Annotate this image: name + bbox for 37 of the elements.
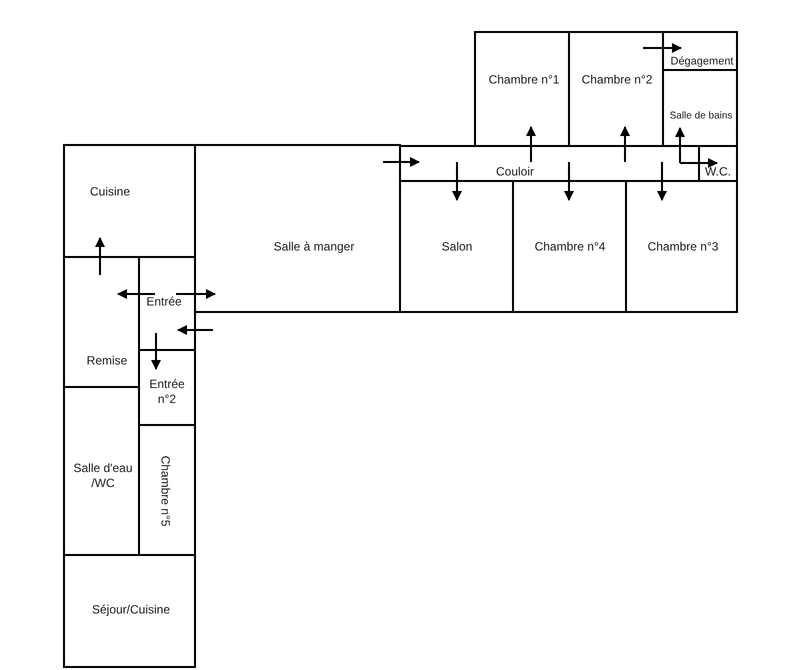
arrow [176, 289, 216, 299]
room-label: Chambre n°1 [488, 72, 560, 88]
room-label: Chambre n°3 [648, 240, 718, 254]
room [194, 144, 401, 313]
room [662, 31, 738, 71]
room-label: W.C. [705, 164, 731, 180]
room-label: Entrée n°2 [148, 377, 186, 407]
arrow [452, 162, 462, 201]
room-label: Remise [86, 354, 128, 368]
room-label: Salle de bains [670, 110, 732, 124]
room-label: Entrée [146, 294, 182, 310]
room-label: Salle à manger [274, 240, 354, 254]
room [63, 144, 196, 258]
room-label: Chambre n°4 [534, 240, 606, 254]
room [474, 31, 570, 147]
arrow [151, 333, 161, 370]
arrow [657, 162, 667, 201]
arrow [564, 162, 574, 201]
room-label: Couloir [496, 164, 534, 180]
room-label: Dégagement [670, 54, 734, 70]
room [63, 554, 196, 668]
arrow [95, 237, 105, 275]
arrow [643, 43, 682, 53]
arrow [620, 126, 630, 162]
arrow [177, 325, 213, 335]
room-label: Salle d'eau /WC [72, 461, 134, 491]
room-label: Chambre n°5 [158, 456, 172, 526]
room [625, 180, 738, 313]
room-label: Chambre n°2 [582, 72, 652, 88]
room-label: Salon [442, 240, 472, 254]
arrow [117, 289, 155, 299]
arrow [680, 158, 718, 168]
room-label: Cuisine [90, 184, 130, 200]
arrow [675, 127, 685, 163]
arrow [383, 157, 420, 167]
room-label: Séjour/Cuisine [92, 602, 170, 618]
arrow [526, 126, 536, 162]
